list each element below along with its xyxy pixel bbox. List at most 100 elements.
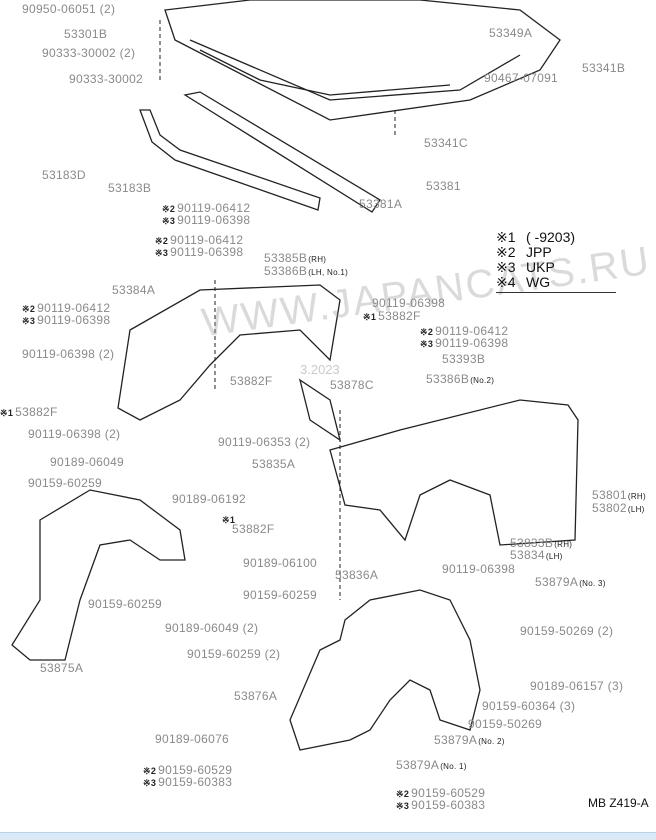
part-number: 90159-60259 (2) [187, 647, 281, 661]
part-label[interactable]: 53801(RH) [592, 489, 646, 503]
part-number: 90119-06412 [435, 324, 509, 338]
part-label[interactable]: 90189-06049 [50, 456, 124, 468]
part-number: 90467-07091 [484, 71, 559, 85]
part-label[interactable]: 53833B(RH) [510, 537, 572, 551]
part-label[interactable]: 53882F [232, 523, 275, 535]
part-label[interactable]: 90189-06076 [155, 733, 229, 745]
part-number: 90159-60383 [158, 775, 233, 789]
part-label[interactable]: 53385B(RH) [264, 252, 326, 266]
part-number: 53833B [510, 536, 554, 550]
part-label[interactable]: 90159-50269 (2) [520, 625, 613, 637]
part-label[interactable]: 53301B [64, 28, 107, 40]
part-qualifier: (No. 1) [440, 762, 467, 771]
part-label[interactable]: 53882F [230, 375, 273, 387]
part-label[interactable]: 53381A [359, 198, 402, 210]
part-label[interactable]: 53349A [489, 27, 532, 39]
part-label[interactable]: 53878C [330, 379, 374, 391]
part-number: 90159-60529 [411, 786, 486, 800]
part-qualifier: (RH) [308, 255, 327, 264]
fender-liner-left [11, 489, 186, 661]
part-label[interactable]: 90119-06398 [372, 297, 445, 309]
part-number: 90119-06398 [177, 213, 251, 227]
part-label[interactable]: 90333-30002 [69, 73, 143, 85]
part-label[interactable]: 90159-60259 (2) [187, 648, 280, 660]
part-label[interactable]: 53183D [42, 169, 86, 181]
note-mark: ※3 [22, 316, 36, 326]
note-mark: ※2 [420, 327, 434, 337]
part-number: 53802 [592, 501, 627, 515]
part-label[interactable]: 90119-06398 (2) [28, 428, 120, 440]
part-number: 53385B [264, 251, 308, 265]
part-number: 90189-06157 (3) [530, 679, 624, 693]
part-label[interactable]: 53876A [234, 690, 277, 702]
part-label[interactable]: 53875A [40, 662, 83, 674]
part-number: 53384A [112, 283, 156, 297]
part-number: 53882F [378, 309, 421, 323]
part-label[interactable]: 90189-06100 [243, 557, 317, 569]
part-label[interactable]: 53836A [335, 569, 378, 581]
part-label[interactable]: ※1 [222, 513, 237, 526]
part-label[interactable]: 90950-06051 (2) [22, 3, 115, 15]
note-mark: ※2 [155, 236, 169, 246]
part-number: 90159-50269 [468, 717, 543, 731]
part-label[interactable]: 53834(LH) [510, 549, 563, 563]
part-label[interactable]: 90189-06192 [172, 493, 246, 505]
part-number: 90950-06051 (2) [22, 2, 116, 16]
legend-mark: ※3 [496, 259, 516, 275]
hood [164, 0, 561, 121]
part-qualifier: (LH, No.1) [308, 268, 349, 277]
part-number: 90119-06398 (2) [22, 347, 115, 361]
part-label[interactable]: 90467-07091 [484, 72, 558, 84]
part-label[interactable]: 53393B [442, 353, 485, 365]
part-number: 90189-06192 [172, 492, 247, 506]
part-number: 53386B [426, 372, 470, 386]
part-label[interactable]: 90119-06398 [442, 563, 515, 575]
part-label[interactable]: 90119-06353 (2) [218, 436, 310, 448]
part-label[interactable]: 90119-06398 (2) [22, 348, 114, 360]
part-label[interactable]: 90333-30002 (2) [42, 47, 135, 59]
part-label[interactable]: 53386B(LH, No.1) [264, 265, 348, 279]
part-label[interactable]: 53879A(No. 3) [535, 576, 606, 590]
part-number: 90189-06100 [243, 556, 318, 570]
part-number: 53879A [535, 575, 579, 589]
part-label[interactable]: 53802(LH) [592, 502, 645, 516]
part-label[interactable]: 90189-06157 (3) [530, 680, 623, 692]
part-number: 90119-06398 (2) [28, 427, 121, 441]
part-label[interactable]: 90159-60259 [88, 598, 162, 610]
part-number: 53836A [335, 568, 379, 582]
part-label[interactable]: 90189-06049 (2) [165, 622, 258, 634]
part-label[interactable]: 53835A [252, 458, 295, 470]
part-label[interactable]: 53381 [426, 180, 461, 192]
part-label[interactable]: 90159-50269 [468, 718, 542, 730]
part-label[interactable]: 53341B [582, 62, 625, 74]
part-label[interactable]: 53879A(No. 1) [396, 759, 467, 773]
part-label[interactable]: 53384A [112, 284, 155, 296]
part-number: 53381A [359, 197, 403, 211]
part-label[interactable]: 90159-60364 (3) [482, 700, 575, 712]
part-number: 90119-06398 [37, 313, 111, 327]
legend-text: ( -9203) [526, 229, 576, 245]
part-label[interactable]: 53386B(No.2) [426, 373, 494, 387]
part-label[interactable]: 90159-60259 [243, 589, 317, 601]
part-label[interactable]: 53879A(No. 2) [434, 734, 505, 748]
part-label[interactable]: 53341C [424, 137, 468, 149]
part-label[interactable]: 90159-60259 [28, 477, 102, 489]
legend-text: WG [526, 274, 551, 290]
part-number: 90119-06398 [442, 562, 516, 576]
part-label[interactable]: 53183B [108, 182, 151, 194]
